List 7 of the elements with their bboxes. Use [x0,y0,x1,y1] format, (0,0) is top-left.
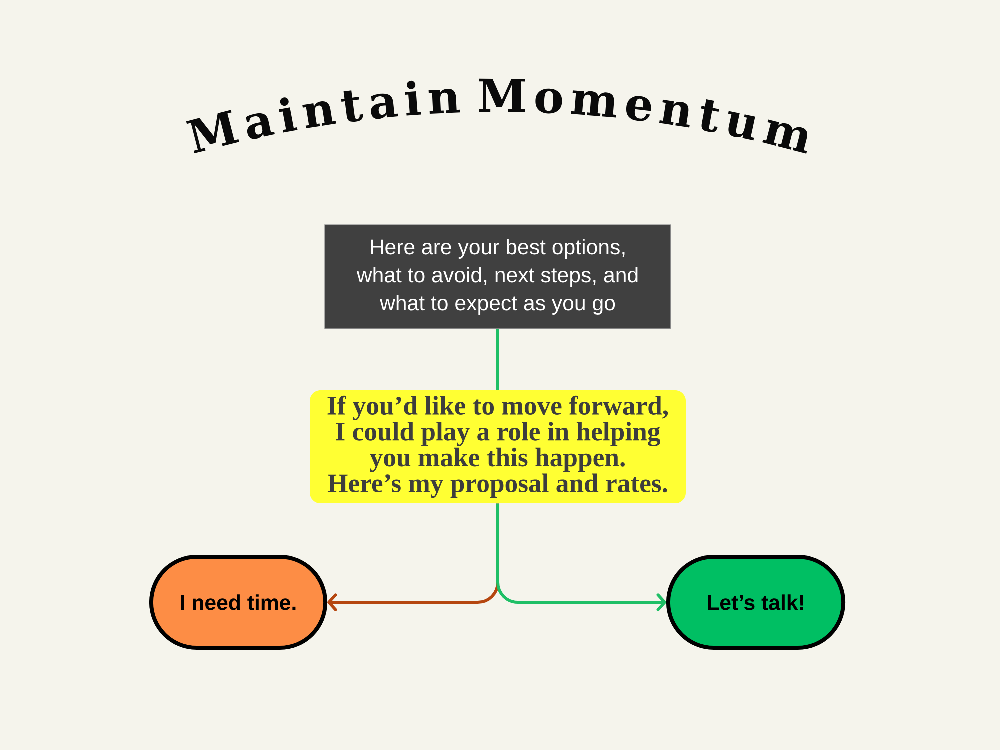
rounded-box: I need time. [149,555,328,650]
arrow [496,504,666,612]
highlighted-text: If you’d like to move forward, I could play a role in helping you make this happen. Here’s my proposal and rates. [310,390,686,504]
connector-line [496,329,500,390]
rounded-box: Let’s talk! [666,555,846,650]
title: Maintain Momentum [186,78,808,154]
text-box: Here are your best options, what to avoid, next steps, and what to expect as you go [324,224,672,330]
